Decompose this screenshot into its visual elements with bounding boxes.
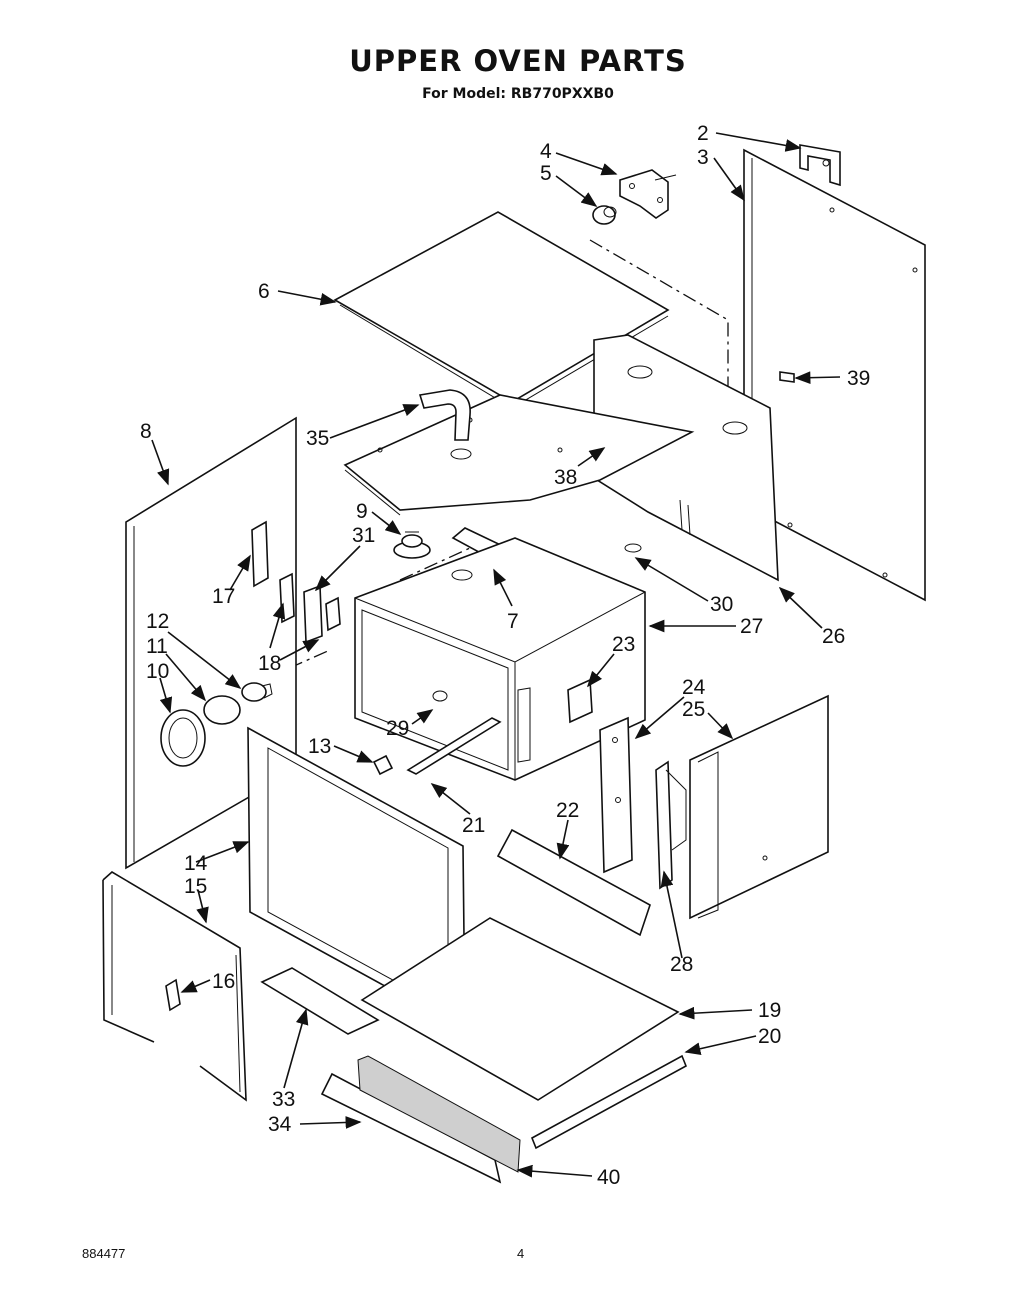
callout-24: 24 [682,676,706,699]
part-2-bracket [799,144,841,187]
part-11-lens [203,695,241,725]
part-13-latch [372,754,394,776]
callout-18: 18 [258,652,281,675]
callout-23: 23 [612,633,635,656]
callout-3: 3 [697,146,709,169]
part-17-bracket [251,520,269,588]
part-40-vent [357,1055,521,1173]
part-33-panel [260,967,380,1035]
callout-39: 39 [847,367,870,390]
callout-35: 35 [306,427,329,450]
part-26-rear-panel [743,148,926,602]
callout-29: 29 [386,717,409,740]
part-22-rail [496,828,651,937]
part-12-bulb [241,682,273,702]
part-25-side-panel [689,694,829,920]
page-title: UPPER OVEN PARTS [349,44,687,78]
document-number: 884477 [82,1246,126,1261]
part-28-hinge [655,760,687,890]
part-23-bracket [567,678,593,724]
callout-21: 21 [462,814,485,837]
callout-34: 34 [268,1113,292,1136]
callout-4: 4 [540,140,552,163]
callout-7: 7 [507,610,519,633]
part-4-bracket [619,169,677,219]
part-38-plate [343,334,779,582]
part-15-gasket [102,871,247,1102]
callout-15: 15 [184,875,207,898]
callout-33: 33 [272,1088,295,1111]
callout-14: 14 [184,852,208,875]
callout-16: 16 [212,970,235,993]
callout-28: 28 [670,953,693,976]
part-19-bottom-panel [360,917,680,1101]
part-24-bracket [599,716,633,874]
callout-13: 13 [308,735,331,758]
callout-2: 2 [697,122,709,145]
callout-19: 19 [758,999,781,1022]
callout-8: 8 [140,420,152,443]
callout-27: 27 [740,615,763,638]
callout-10: 10 [146,660,169,683]
part-20-rail [530,1054,688,1150]
callout-5: 5 [540,162,552,185]
part-18-bracket [279,572,295,624]
callout-26: 26 [822,625,845,648]
model-subtitle: For Model: RB770PXXB0 [422,86,614,102]
callout-11: 11 [146,635,168,658]
callout-25: 25 [682,698,705,721]
callout-22: 22 [556,799,579,822]
part-31-switch [303,584,341,644]
part-9-sensor [393,531,431,559]
callout-31: 31 [352,524,375,547]
part-5-knob [592,205,617,225]
callout-12: 12 [146,610,169,633]
part-16-clip [165,978,181,1012]
part-21-rail [406,717,502,775]
part-35-tube [418,389,472,460]
callout-6: 6 [258,280,270,303]
callout-20: 20 [758,1025,781,1048]
callout-38: 38 [554,466,577,489]
callout-30: 30 [710,593,733,616]
part-10-ring [160,709,206,767]
part-39-clip [779,371,795,383]
callout-9: 9 [356,500,368,523]
callout-40: 40 [597,1166,620,1189]
callout-17: 17 [212,585,235,608]
page-number: 4 [517,1246,525,1261]
